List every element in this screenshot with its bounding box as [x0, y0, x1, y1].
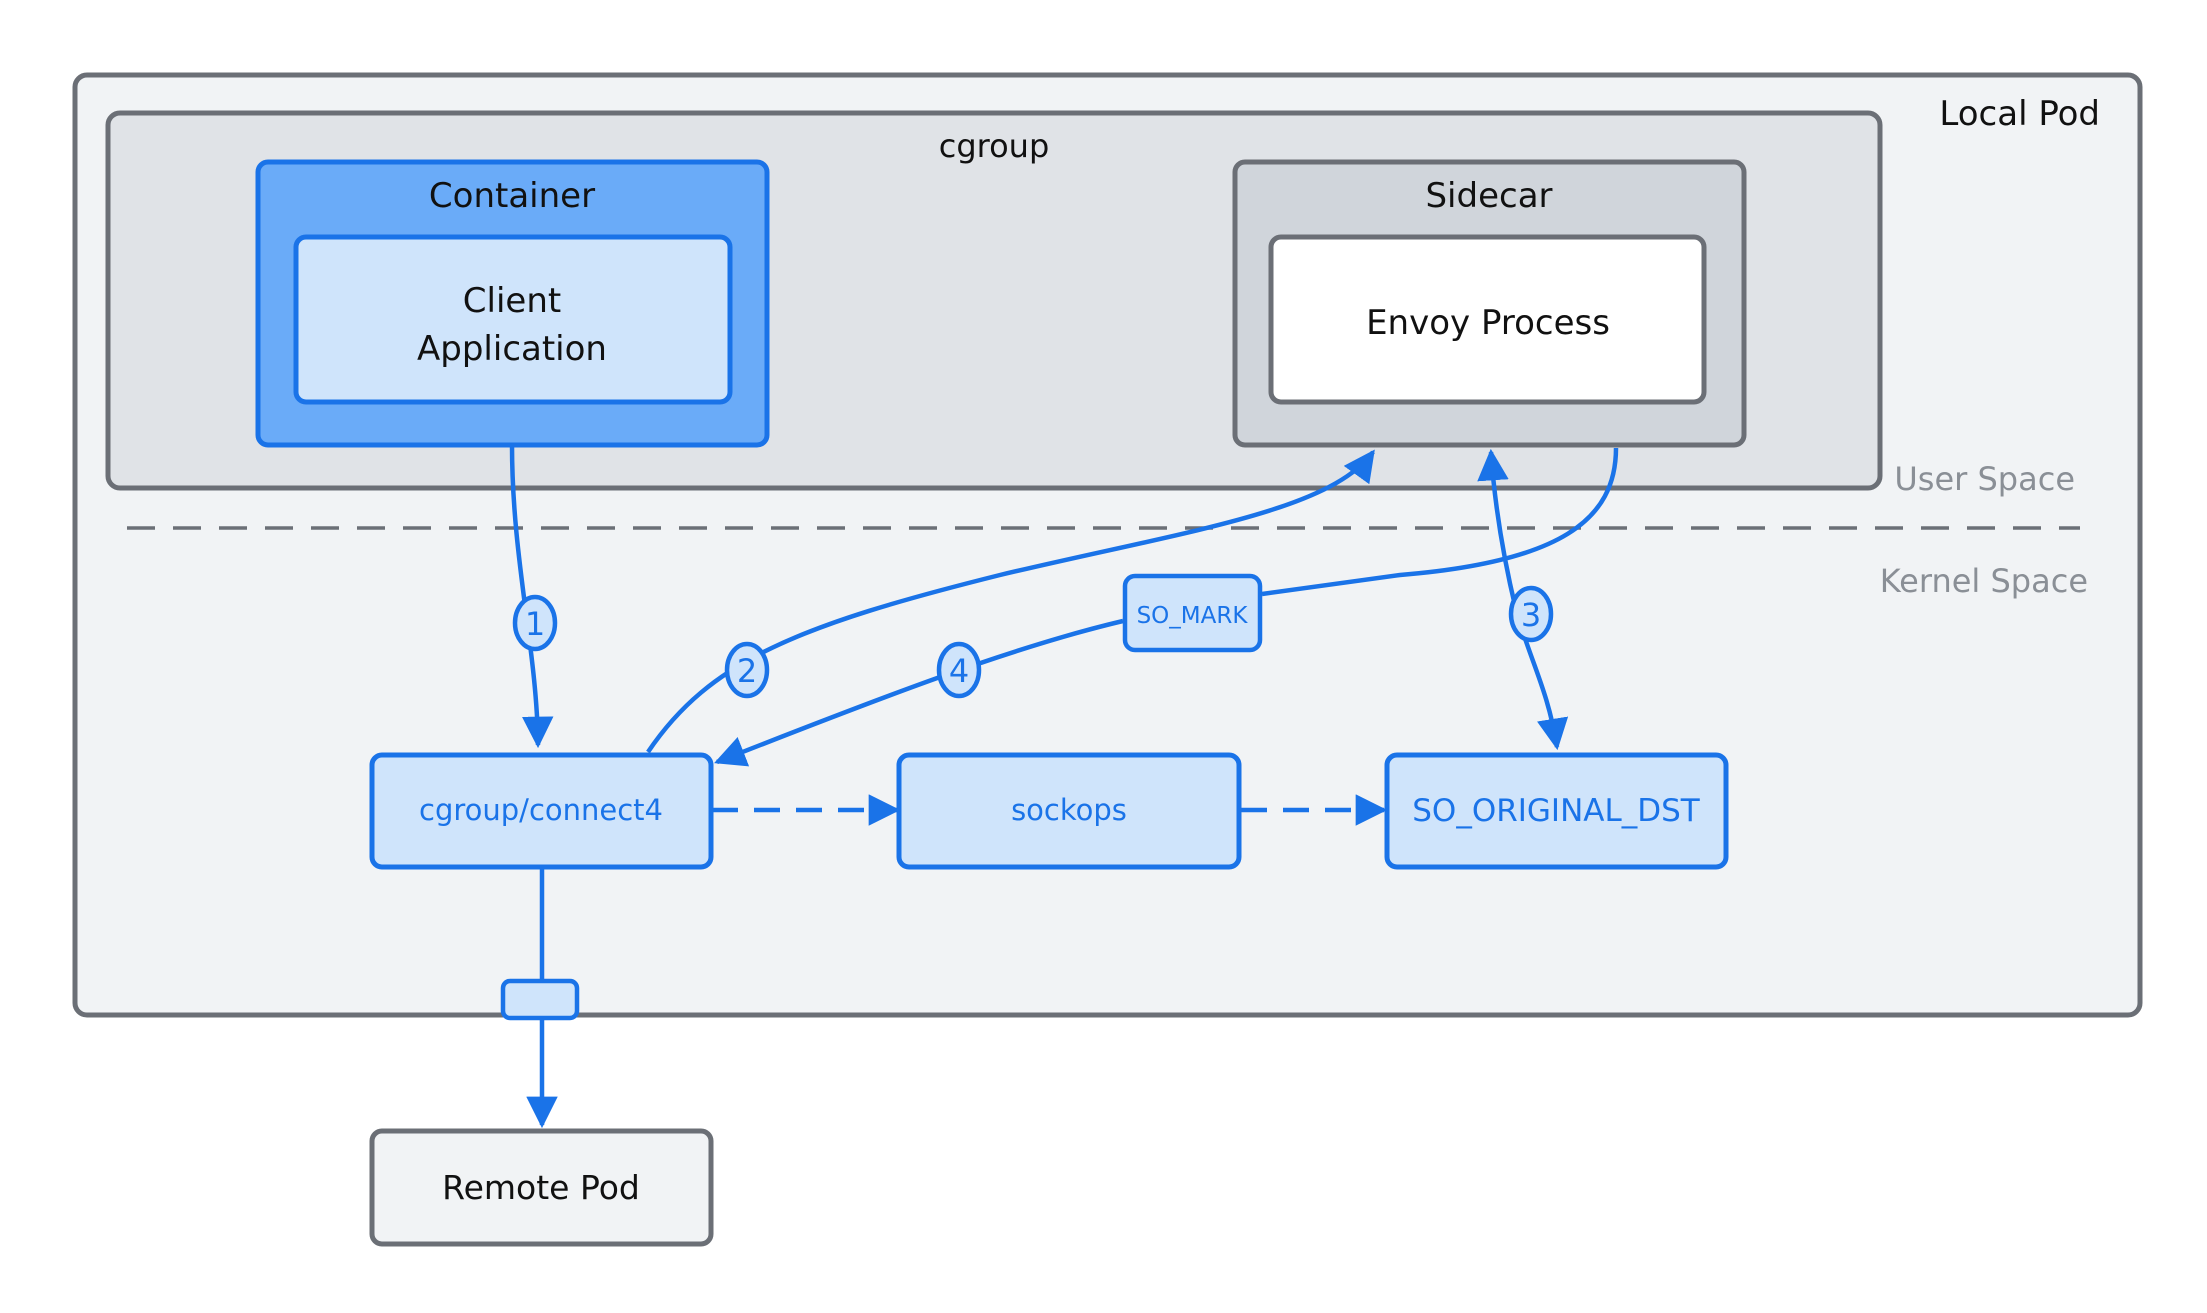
- container-title: Container: [429, 176, 595, 216]
- so-original-dst-box: SO_ORIGINAL_DST: [1384, 752, 1729, 870]
- cgroup-connect4-box: cgroup/connect4: [369, 752, 714, 870]
- egress-connector: [500, 978, 580, 1021]
- client-application-line1: Client: [463, 281, 561, 321]
- step-1-number: 1: [525, 605, 545, 643]
- step-3-number: 3: [1521, 596, 1541, 634]
- remote-pod-box: Remote Pod: [369, 1128, 714, 1247]
- sockops-label: sockops: [1011, 793, 1127, 827]
- container-box: Container Client Application: [255, 159, 770, 448]
- envoy-process-box: Envoy Process: [1268, 234, 1707, 405]
- kernel-space-label: Kernel Space: [1880, 562, 2088, 600]
- arrow-step-4-tail: [714, 618, 1124, 767]
- step-2-number: 2: [737, 652, 757, 690]
- client-application-line2: Application: [417, 329, 607, 369]
- step-badge-4: 4: [936, 641, 982, 699]
- cgroup-label: cgroup: [939, 127, 1050, 165]
- local-pod-label: Local Pod: [1939, 94, 2100, 134]
- step-badge-1: 1: [512, 594, 558, 652]
- so-mark-tag: SO_MARK: [1122, 573, 1263, 653]
- step-badge-2: 2: [724, 641, 770, 699]
- sidecar-title: Sidecar: [1425, 176, 1552, 216]
- so-original-dst-label: SO_ORIGINAL_DST: [1412, 793, 1701, 829]
- client-application-box: Client Application: [293, 234, 733, 405]
- sidecar-box: Sidecar Envoy Process: [1232, 159, 1747, 448]
- cgroup-connect4-label: cgroup/connect4: [419, 793, 663, 827]
- remote-pod-label: Remote Pod: [442, 1168, 640, 1207]
- sockops-box: sockops: [896, 752, 1242, 870]
- so-mark-label: SO_MARK: [1137, 603, 1249, 629]
- user-space-label: User Space: [1894, 460, 2075, 498]
- envoy-process-label: Envoy Process: [1366, 303, 1610, 343]
- arrow-step-2: [646, 449, 1375, 754]
- step-4-number: 4: [949, 652, 969, 690]
- step-badge-3: 3: [1508, 585, 1554, 643]
